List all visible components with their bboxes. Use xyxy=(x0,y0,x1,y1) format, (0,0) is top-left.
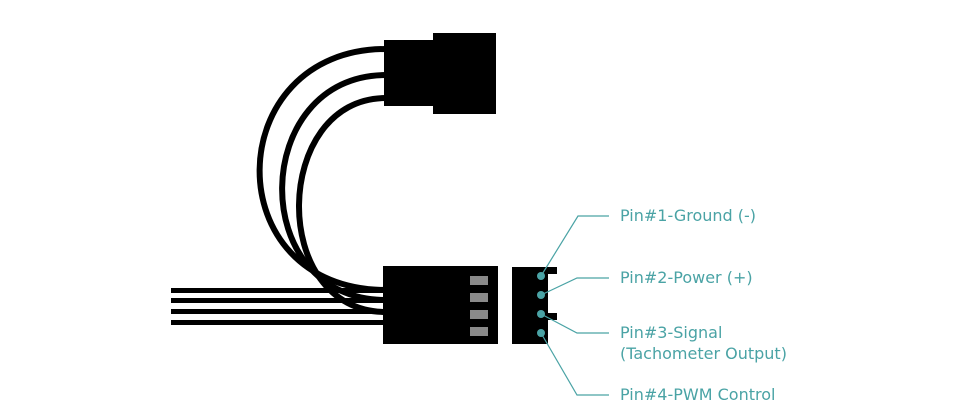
leader-line-pin4 xyxy=(540,332,609,396)
header-connector xyxy=(512,267,557,344)
straight-wire-4 xyxy=(171,320,387,325)
pin4-label: Pin#4-PWM Control xyxy=(620,385,776,404)
pin-slot-2 xyxy=(470,293,488,302)
pin2-label: Pin#2-Power (+) xyxy=(620,268,753,287)
header-key-bottom xyxy=(544,313,557,320)
straight-wire-2 xyxy=(171,298,387,303)
leader-line-pin2 xyxy=(540,277,609,296)
pin-slot-3 xyxy=(470,310,488,319)
leader-lines xyxy=(540,215,609,396)
bottom-connector xyxy=(383,266,498,344)
pin-marker-3 xyxy=(537,310,545,318)
curved-wire-outer xyxy=(256,46,387,293)
curved-wire-inner xyxy=(296,95,387,315)
straight-wire-3 xyxy=(171,309,387,314)
top-connector-cap xyxy=(433,33,496,114)
pin3-sublabel: (Tachometer Output) xyxy=(620,344,787,363)
top-connector-body xyxy=(384,40,436,106)
header-key-top xyxy=(544,267,557,274)
pin1-label: Pin#1-Ground (-) xyxy=(620,206,757,225)
curved-cable-bundle xyxy=(256,46,387,315)
pin-slot-4 xyxy=(470,327,488,336)
pin-markers xyxy=(537,272,545,337)
pin-marker-4 xyxy=(537,329,545,337)
top-connector xyxy=(384,33,496,114)
pin-marker-1 xyxy=(537,272,545,280)
leader-line-pin1 xyxy=(540,215,609,277)
pin3-label: Pin#3-Signal xyxy=(620,323,723,342)
straight-wire-1 xyxy=(171,288,387,293)
pin-slot-1 xyxy=(470,276,488,285)
pin-marker-2 xyxy=(537,291,545,299)
leader-line-pin3 xyxy=(540,313,609,334)
straight-wire-bundle xyxy=(171,288,387,325)
